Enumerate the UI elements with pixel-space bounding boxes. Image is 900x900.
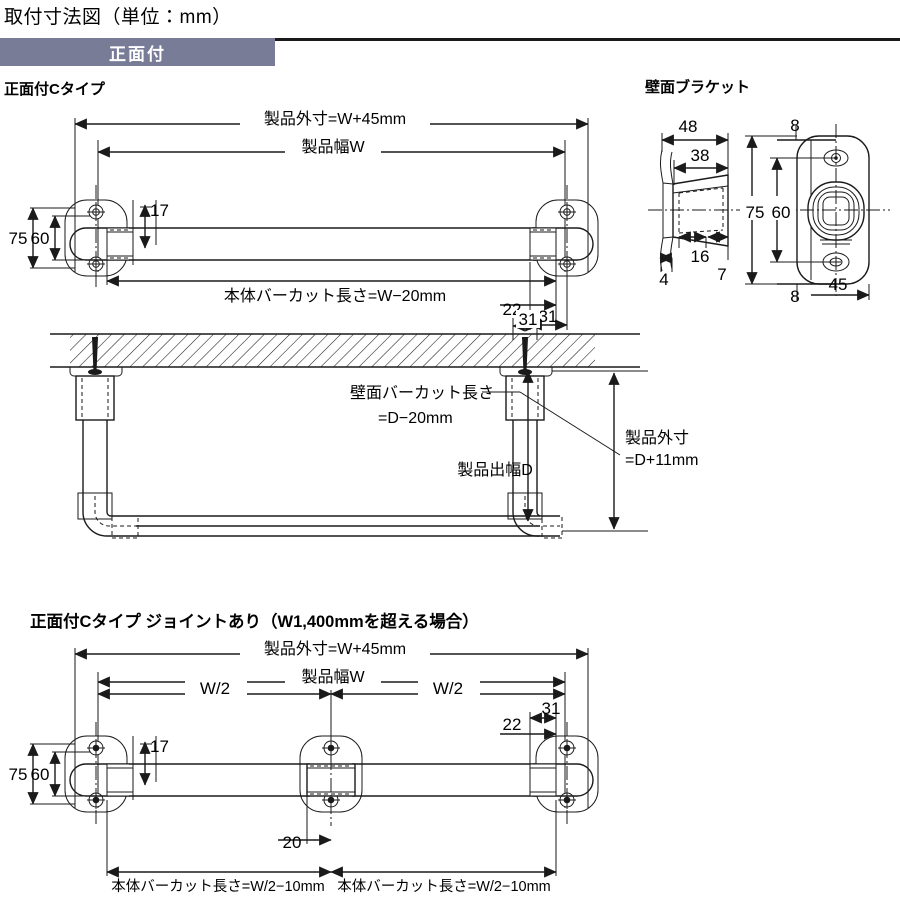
bracket-dim-8-top: 8 [790, 116, 799, 135]
front-dim-outer: 製品外寸=W+45mm [264, 110, 406, 128]
bracket-side-profile: 48 38 16 7 4 [648, 117, 745, 289]
joint-dim-half-right: W/2 [433, 679, 463, 698]
joint-dim-20: 20 [283, 833, 302, 852]
band-label: 正面付 [0, 38, 275, 66]
joint-dim-half-left: W/2 [200, 679, 230, 698]
joint-dim-31: 31 [542, 699, 561, 718]
side-label-depth: 製品出幅D [457, 461, 533, 479]
page-title: 取付寸法図（単位：mm） [4, 7, 232, 28]
front-dim-cut: 本体バーカット長さ=W−20mm [224, 287, 446, 305]
bracket-dim-45: 45 [829, 275, 848, 294]
heading-wall-bracket: 壁面ブラケット [645, 79, 751, 96]
front-dim-17: 17 [150, 201, 169, 220]
side-label-wall-cut2: =D−20mm [378, 410, 453, 427]
joint-dim-22: 22 [503, 715, 522, 734]
section-band: 正面付 [0, 38, 900, 66]
bracket-dim-38: 38 [691, 146, 710, 165]
joint-dim-cut-right: 本体バーカット長さ=W/2−10mm [337, 878, 551, 895]
joint-dim-cut-left: 本体バーカット長さ=W/2−10mm [111, 878, 325, 895]
side-label-wall-cut: 壁面バーカット長さ [350, 384, 494, 402]
side-label-outer: 製品外寸 [625, 429, 689, 447]
heading-front-c-type: 正面付Cタイプ [4, 81, 105, 98]
joint-dim-75: 75 [9, 765, 28, 784]
bracket-dim-75: 75 [746, 203, 765, 222]
bracket-dim-48: 48 [679, 117, 698, 136]
side-left-mount [69, 337, 139, 539]
joint-dim-60: 60 [31, 765, 50, 784]
front-dim-31: 31 [539, 307, 558, 326]
joint-dim-width: 製品幅W [301, 668, 365, 686]
front-dim-75: 75 [9, 229, 28, 248]
band-rule [275, 38, 900, 41]
joint-dim-outer: 製品外寸=W+45mm [264, 640, 406, 658]
bracket-dim-8-bottom: 8 [790, 287, 799, 306]
heading-joint-c-type: 正面付Cタイプ ジョイントあり（W1,400mmを超える場合） [30, 613, 479, 631]
side-label-outer2: =D+11mm [625, 452, 699, 469]
bracket-face-view: 75 60 8 8 45 [740, 116, 890, 306]
joint-dim-17: 17 [150, 737, 169, 756]
side-dim-31: 31 [519, 310, 538, 329]
bracket-dim-4: 4 [659, 270, 668, 289]
bracket-dim-60: 60 [772, 203, 791, 222]
front-dim-60: 60 [31, 229, 50, 248]
bracket-dim-16: 16 [691, 247, 710, 266]
bracket-dim-7: 7 [717, 265, 726, 284]
front-dim-width: 製品幅W [301, 138, 365, 156]
